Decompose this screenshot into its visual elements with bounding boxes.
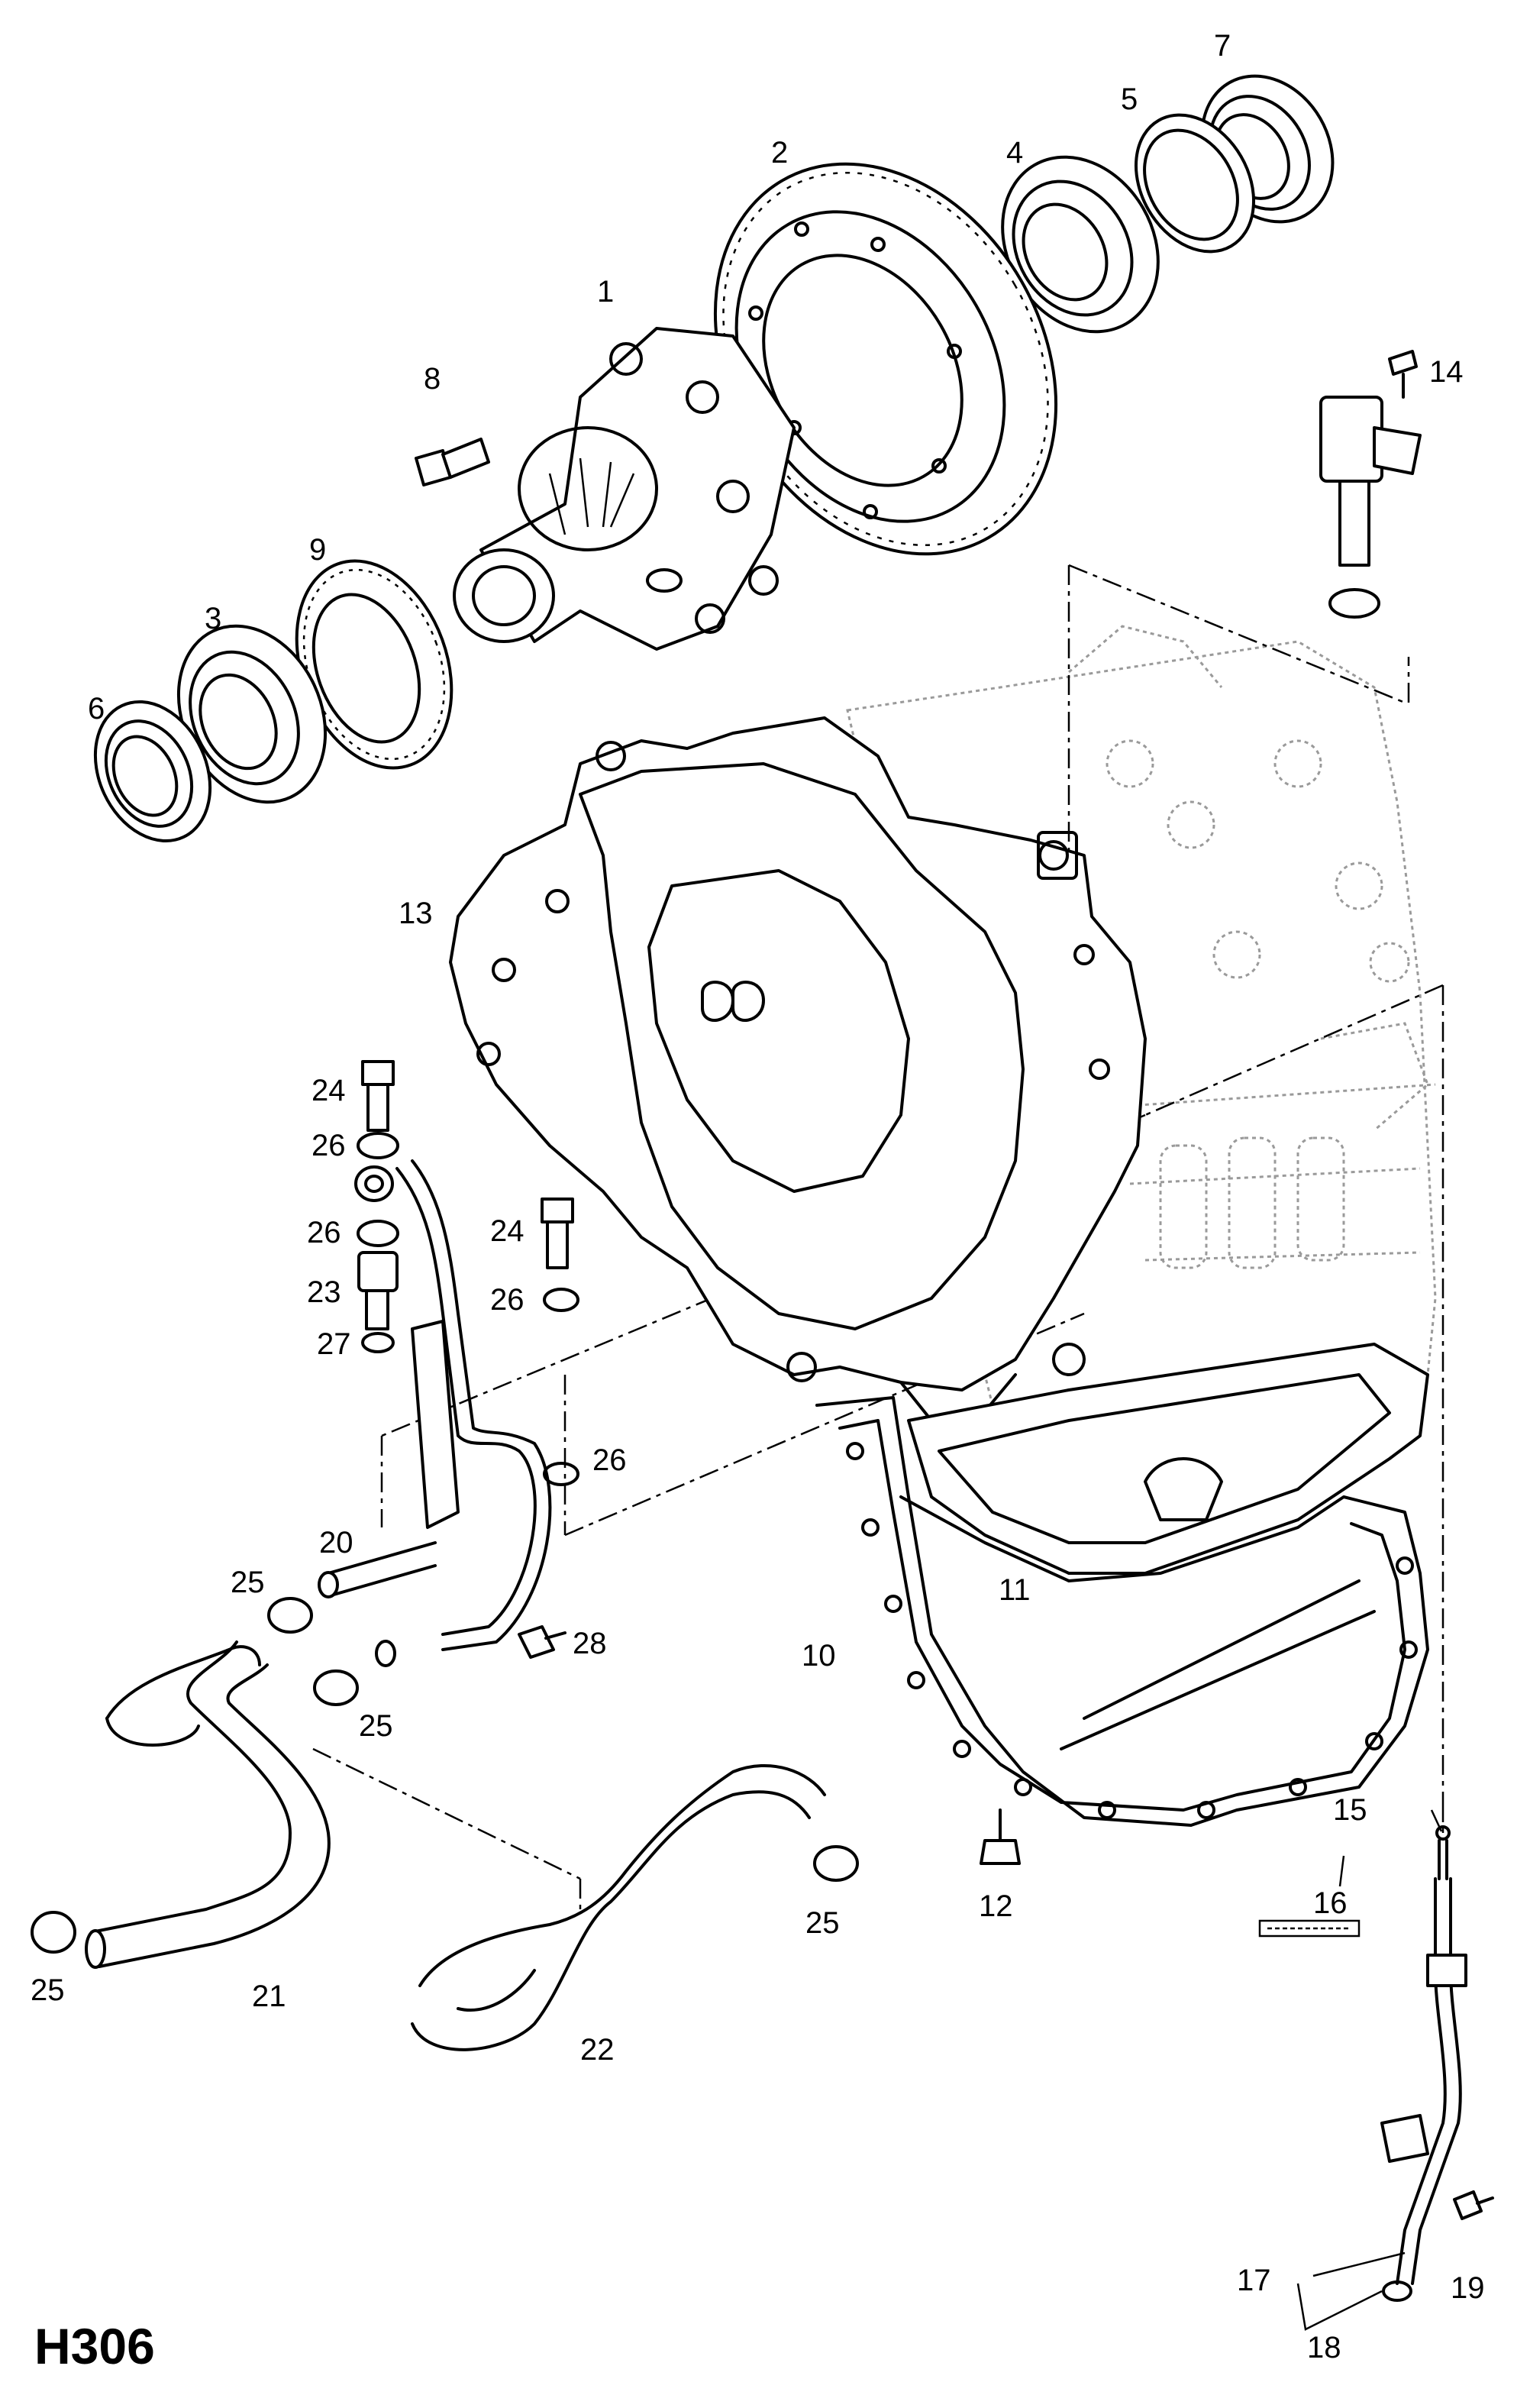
part-20-cooler-pipe bbox=[318, 1159, 552, 1667]
callout-25d: 25 bbox=[31, 1973, 65, 2007]
part-10-gasket bbox=[815, 1396, 1429, 1827]
callout-3: 3 bbox=[205, 602, 221, 635]
part-8-bolt bbox=[415, 438, 490, 486]
callout-23: 23 bbox=[307, 1275, 341, 1309]
part-1-differential-case bbox=[453, 327, 796, 651]
callout-27: 27 bbox=[317, 1327, 351, 1361]
callout-4: 4 bbox=[1006, 136, 1023, 170]
part-22-hose bbox=[411, 1764, 826, 2051]
callout-26d: 26 bbox=[592, 1443, 627, 1477]
callout-9: 9 bbox=[309, 533, 326, 567]
callout-15: 15 bbox=[1333, 1793, 1367, 1827]
callout-25c: 25 bbox=[805, 1906, 840, 1940]
callout-5: 5 bbox=[1121, 82, 1138, 116]
callout-28: 28 bbox=[573, 1627, 607, 1660]
callout-25b: 25 bbox=[359, 1709, 393, 1743]
part-27-o-ring bbox=[361, 1332, 395, 1353]
callout-16: 16 bbox=[1313, 1886, 1348, 1920]
callout-2: 2 bbox=[771, 136, 788, 170]
callout-1: 1 bbox=[597, 275, 614, 309]
callout-21: 21 bbox=[252, 1980, 286, 2013]
callout-7: 7 bbox=[1214, 29, 1231, 63]
part-16-dipstick-label bbox=[1258, 1919, 1361, 1938]
leader-lines bbox=[1296, 1809, 1443, 2331]
callout-25a: 25 bbox=[231, 1566, 265, 1599]
part-17-dipstick-tube bbox=[1380, 1877, 1467, 2285]
callout-8: 8 bbox=[424, 362, 441, 396]
part-24-banjo-bolt-b bbox=[541, 1198, 574, 1269]
part-19-bolt bbox=[1453, 2190, 1494, 2220]
part-14-speed-sensor bbox=[1319, 350, 1422, 619]
callout-24b: 24 bbox=[490, 1214, 525, 1248]
callout-6: 6 bbox=[88, 692, 105, 726]
diagram-code: H306 bbox=[34, 2318, 155, 2374]
callout-11: 11 bbox=[999, 1573, 1031, 1607]
callout-24a: 24 bbox=[311, 1074, 346, 1107]
part-26-washers bbox=[357, 1132, 579, 1486]
part-13-transmission-housing bbox=[449, 716, 1147, 1422]
part-3-bearing bbox=[176, 624, 328, 804]
part-6-seal bbox=[93, 700, 212, 843]
callout-18: 18 bbox=[1307, 2331, 1341, 2364]
callout-17: 17 bbox=[1237, 2264, 1271, 2297]
callout-26c: 26 bbox=[490, 1283, 525, 1317]
callout-19: 19 bbox=[1451, 2271, 1485, 2305]
part-5-shim bbox=[1134, 113, 1256, 254]
part-12-bolt bbox=[980, 1808, 1021, 1865]
part-25-hose-clamps bbox=[31, 1597, 859, 1954]
part-28-bolt bbox=[518, 1625, 566, 1659]
callout-12: 12 bbox=[979, 1889, 1013, 1923]
callout-26b: 26 bbox=[307, 1216, 341, 1249]
part-18-o-ring bbox=[1382, 2280, 1412, 2302]
callout-26a: 26 bbox=[311, 1129, 346, 1162]
part-24-banjo-bolt-a bbox=[361, 1060, 395, 1132]
callout-10: 10 bbox=[802, 1639, 836, 1673]
part-21-hose bbox=[85, 1640, 331, 1969]
part-11-oil-pan bbox=[907, 1343, 1429, 1575]
part-15-dipstick-top bbox=[1435, 1825, 1451, 1880]
callout-20: 20 bbox=[319, 1526, 353, 1560]
part-23-fitting bbox=[357, 1251, 399, 1330]
callout-22: 22 bbox=[580, 2033, 615, 2067]
callout-13: 13 bbox=[399, 897, 433, 930]
callout-14: 14 bbox=[1429, 355, 1464, 389]
callout-labels: 1 2 3 4 5 6 7 8 9 10 11 12 13 14 15 16 1… bbox=[31, 29, 1485, 2364]
